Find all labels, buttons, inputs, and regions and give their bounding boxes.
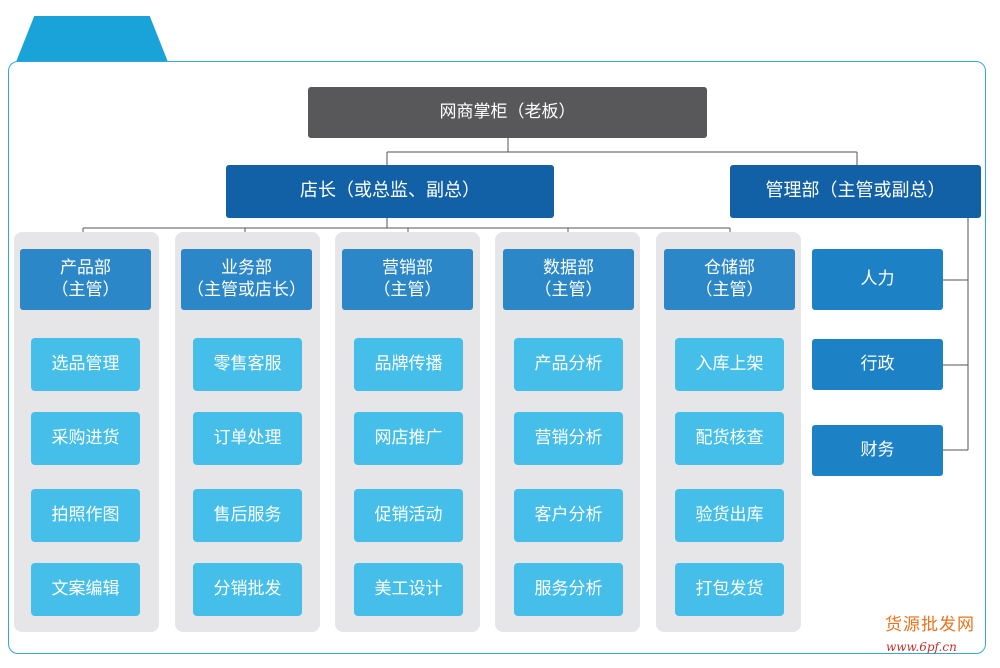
admin-item-finance: 财务 — [812, 425, 943, 476]
dept-item: 采购进货 — [31, 412, 140, 465]
dept-item: 产品分析 — [514, 338, 623, 391]
dept-header-1: 业务部（主管或店长） — [181, 249, 312, 310]
dept-item: 网店推广 — [354, 412, 463, 465]
root-node: 网商掌柜（老板） — [308, 87, 707, 138]
dept-sub: （主管） — [373, 279, 442, 300]
dept-name: 数据部 — [543, 258, 594, 279]
store-manager-node: 店长（或总监、副总） — [226, 165, 554, 218]
dept-item: 美工设计 — [354, 563, 463, 616]
dept-item: 验货出库 — [675, 489, 784, 542]
dept-item: 文案编辑 — [31, 563, 140, 616]
store-manager-label: 店长（或总监、副总） — [300, 180, 480, 202]
dept-item: 订单处理 — [193, 412, 302, 465]
watermark-url: www.6pf.cn — [886, 640, 957, 654]
dept-header-0: 产品部（主管） — [20, 249, 151, 310]
dept-name: 仓储部 — [704, 258, 755, 279]
dept-item: 客户分析 — [514, 489, 623, 542]
dept-item: 零售客服 — [193, 338, 302, 391]
dept-name: 营销部 — [382, 258, 433, 279]
admin-dept-node: 管理部（主管或副总） — [730, 165, 981, 218]
dept-item: 配货核查 — [675, 412, 784, 465]
dept-name: 产品部 — [60, 258, 111, 279]
dept-header-4: 仓储部（主管） — [664, 249, 795, 310]
dept-sub: （主管） — [51, 279, 120, 300]
header-tab — [16, 16, 168, 62]
dept-item: 分销批发 — [193, 563, 302, 616]
dept-item: 售后服务 — [193, 489, 302, 542]
dept-sub: （主管） — [695, 279, 764, 300]
dept-item: 服务分析 — [514, 563, 623, 616]
dept-item: 打包发货 — [675, 563, 784, 616]
dept-item: 促销活动 — [354, 489, 463, 542]
dept-sub: （主管或店长） — [187, 279, 306, 300]
root-label: 网商掌柜（老板） — [439, 101, 576, 122]
dept-header-3: 数据部（主管） — [503, 249, 634, 310]
dept-item: 营销分析 — [514, 412, 623, 465]
admin-dept-label: 管理部（主管或副总） — [765, 180, 946, 202]
dept-header-2: 营销部（主管） — [342, 249, 473, 310]
admin-item-admin: 行政 — [812, 339, 943, 390]
dept-item: 品牌传播 — [354, 338, 463, 391]
dept-item: 选品管理 — [31, 338, 140, 391]
admin-item-hr: 人力 — [812, 249, 943, 310]
dept-item: 入库上架 — [675, 338, 784, 391]
dept-sub: （主管） — [534, 279, 603, 300]
dept-item: 拍照作图 — [31, 489, 140, 542]
watermark-title: 货源批发网 — [885, 615, 975, 635]
dept-name: 业务部 — [221, 258, 272, 279]
